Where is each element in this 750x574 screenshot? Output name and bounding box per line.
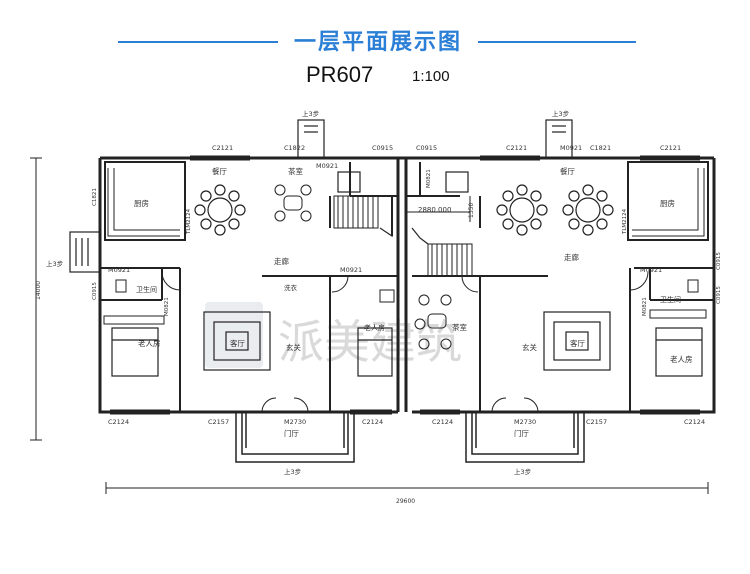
windows — [110, 155, 700, 415]
up3-front-left: 上3步 — [284, 467, 302, 476]
door-m0921-2: M0921 — [560, 144, 582, 152]
win-c1821-side: C1821 — [92, 188, 98, 206]
right-unit-walls — [406, 161, 714, 412]
up3-rear-left: 上3步 — [302, 109, 320, 118]
stair-left — [333, 195, 393, 238]
door-m0921-4: M0921 — [340, 266, 362, 274]
room-bath-right: 卫生间 — [660, 295, 681, 304]
door-m0921-3: M0921 — [108, 266, 130, 274]
beds — [111, 327, 703, 377]
door-m0821-r: M0821 — [642, 297, 648, 316]
win-c0915-l: C0915 — [372, 144, 393, 152]
win-c2124-4: C2124 — [684, 418, 705, 426]
stair-right — [411, 227, 473, 277]
dimension-lines — [30, 157, 709, 494]
depth-dimension: 14000 — [35, 281, 42, 300]
plan-code: PR607 — [306, 62, 374, 87]
title-bar: 一层平面展示图 — [0, 14, 750, 55]
win-c2121-3: C2121 — [660, 144, 681, 152]
win-c2124-3: C2124 — [432, 418, 453, 426]
room-bed-center: 老人房 — [364, 323, 385, 332]
door-tlm2124-l: TLM2124 — [186, 208, 192, 235]
room-kitchen-left: 厨房 — [134, 198, 149, 208]
win-c2124-2: C2124 — [362, 418, 383, 426]
room-hall-right: 玄关 — [522, 342, 537, 352]
door-m0821-c: M0821 — [426, 169, 432, 188]
page-title: 一层平面展示图 — [293, 30, 462, 55]
doors — [161, 271, 649, 413]
room-foyer-right: 门厅 — [514, 429, 529, 438]
win-c2124-1: C2124 — [108, 418, 129, 426]
room-hall-left: 玄关 — [286, 342, 301, 352]
plan-scale: 1:100 — [412, 68, 450, 85]
win-c0915-side-r2: C0915 — [716, 286, 722, 304]
room-dining-right: 餐厅 — [560, 167, 575, 176]
win-c1821: C1821 — [590, 144, 611, 152]
door-m2730-2: M2730 — [514, 418, 536, 426]
win-c0915-r: C0915 — [416, 144, 437, 152]
up3-side: 上3步 — [46, 259, 64, 268]
door-m2730-1: M2730 — [284, 418, 306, 426]
win-c2121-2: C2121 — [506, 144, 527, 152]
room-bath-left: 卫生间 — [136, 285, 157, 294]
door-m0821-l: M0821 — [164, 297, 170, 316]
fixtures — [103, 279, 707, 325]
win-c2157-1: C2157 — [208, 418, 229, 426]
up3-front-right: 上3步 — [514, 467, 532, 476]
porch-right — [465, 411, 585, 463]
win-c2157-2: C2157 — [586, 418, 607, 426]
room-living-left: 客厅 — [230, 338, 245, 348]
dim-1350: 1350 — [468, 203, 475, 218]
rear-steps — [69, 119, 573, 273]
door-m0921-1: M0921 — [316, 162, 338, 170]
room-tea-left: 茶室 — [288, 166, 303, 176]
title-divider-left — [118, 41, 278, 43]
room-elder-left: 老人房 — [138, 338, 161, 348]
room-tea-right: 茶室 — [452, 322, 467, 332]
title-divider-right — [478, 41, 636, 43]
kitchen-counters — [107, 168, 705, 237]
room-corridor-left: 走廊 — [274, 256, 289, 266]
watermark-text: 派美建筑 — [278, 315, 462, 369]
dining-tables — [194, 184, 614, 236]
room-foyer-left: 门厅 — [284, 429, 299, 438]
door-m0921-5: M0921 — [640, 266, 662, 274]
plan-labels: 14000 29600 2880.000 1350 上3步 上3步 上3步 上3… — [35, 109, 722, 505]
win-c1822: C1822 — [284, 144, 305, 152]
room-dining-left: 餐厅 — [212, 167, 227, 176]
win-c0915-side-l: C0915 — [92, 282, 98, 300]
sofa-sets — [203, 311, 611, 371]
room-living-right: 客厅 — [570, 338, 585, 348]
width-dimension: 29600 — [396, 498, 415, 505]
win-c2121-1: C2121 — [212, 144, 233, 152]
room-corridor-right: 走廊 — [564, 252, 579, 262]
up3-rear-right: 上3步 — [552, 109, 570, 118]
door-tlm2124-r: TLM2124 — [622, 208, 628, 235]
room-kitchen-right: 厨房 — [660, 198, 675, 208]
tea-sets — [274, 184, 452, 350]
room-laundry: 洗衣 — [284, 283, 298, 292]
win-c0915-side-r: C0915 — [716, 252, 722, 270]
room-elder-right: 老人房 — [670, 354, 693, 364]
watermark: 派美建筑 — [205, 302, 462, 369]
elevation-label: 2880.000 — [418, 206, 451, 214]
porch-left — [235, 411, 355, 463]
